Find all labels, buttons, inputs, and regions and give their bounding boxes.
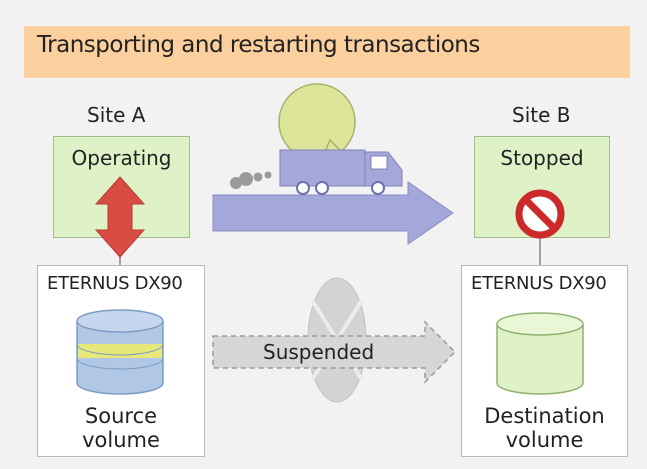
transport-arrow	[212, 181, 454, 245]
copy-state-label: Suspended	[263, 340, 375, 364]
site-b-label: Site B	[512, 103, 571, 127]
truck-icon	[230, 83, 403, 195]
site-b-volume-line2: volume	[505, 428, 584, 452]
site-a-volume-line2: volume	[82, 428, 160, 452]
suspended-arrow	[212, 320, 457, 384]
site-a-server-status: Operating	[71, 146, 172, 170]
site-b-storage-name: ETERNUS DX90	[471, 273, 607, 294]
title-banner	[24, 26, 630, 78]
site-a-label: Site A	[87, 103, 146, 127]
site-b-volume-line1: Destination	[484, 404, 605, 428]
site-a-storage-name: ETERNUS DX90	[47, 273, 183, 294]
diagram-title: Transporting and restarting transactions	[37, 32, 480, 58]
site-a-volume-line1: Source	[84, 404, 158, 428]
site-b-server-status: Stopped	[500, 146, 584, 170]
